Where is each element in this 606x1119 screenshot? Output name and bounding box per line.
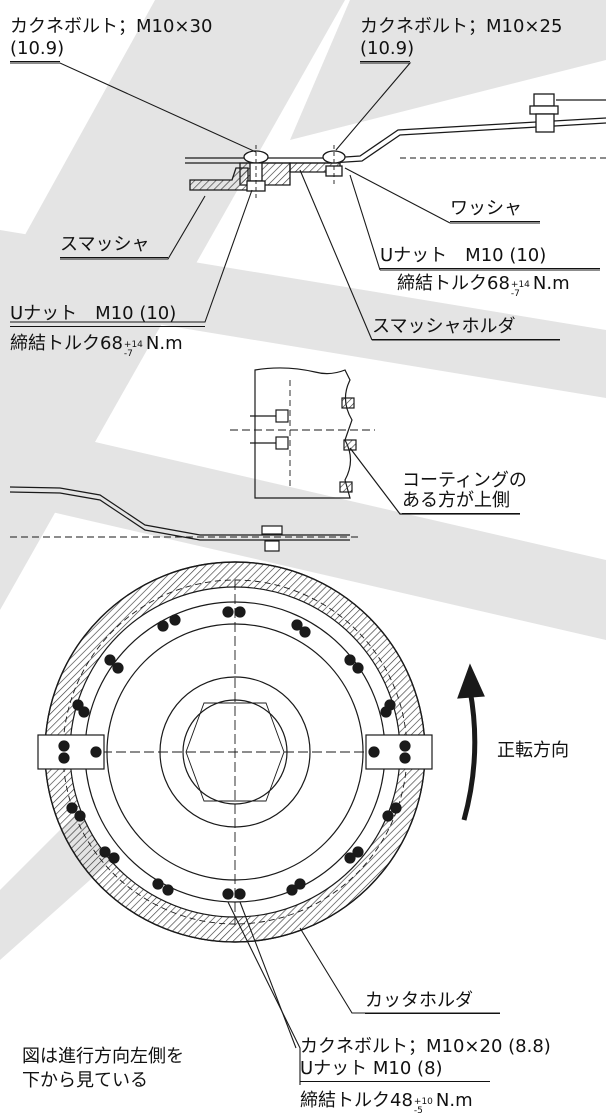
- middle-section: [9, 367, 520, 552]
- torque-left-unit: N.m: [145, 333, 183, 354]
- label-rotation-direction: 正転方向: [497, 740, 569, 761]
- label-unut-right: Uナット M10 (10): [380, 245, 600, 269]
- label-smasher-holder: スマッシャホルダ: [372, 316, 560, 340]
- torque-bottom-prefix: 締結トルク48: [300, 1090, 413, 1111]
- circular-cutter: [37, 561, 500, 1085]
- torque-bottom-tolerance: +10 -5: [414, 1098, 433, 1116]
- label-bolt-m10x30: カクネボルト；M10×30: [10, 16, 213, 37]
- note-line1: 図は進行方向左側を: [22, 1046, 184, 1067]
- label-torque-bottom: 締結トルク48 +10 -5 N.m: [300, 1090, 473, 1118]
- label-bolt-m10x20: カクネボルト；M10×20 (8.8): [300, 1036, 551, 1057]
- top-assembly-section: [185, 93, 606, 200]
- torque-bottom-unit: N.m: [435, 1090, 473, 1111]
- label-bolt-m10x25: カクネボルト；M10×25: [360, 16, 563, 37]
- torque-left-tolerance: +14 -7: [124, 341, 143, 359]
- label-unut-m10-8: Uナット M10 (8): [300, 1058, 490, 1082]
- torque-left-prefix: 締結トルク68: [10, 333, 123, 354]
- torque-right-upper: +14: [510, 280, 530, 290]
- torque-left-lower: -7: [123, 349, 133, 359]
- note-line2: 下から見ている: [22, 1070, 148, 1091]
- label-torque-right: 締結トルク68 +14 -7 N.m: [397, 273, 570, 301]
- label-cutter-holder: カッタホルダ: [365, 990, 500, 1014]
- label-bolt-m10x25-grade: (10.9): [360, 38, 414, 62]
- label-unut-left: Uナット M10 (10): [10, 303, 205, 327]
- torque-left-upper: +14: [123, 340, 143, 350]
- torque-bottom-lower: -5: [413, 1106, 423, 1116]
- label-washer: ワッシャ: [450, 198, 540, 222]
- torque-right-lower: -7: [510, 289, 520, 299]
- label-smasher: スマッシャ: [60, 234, 168, 258]
- label-bolt-m10x30-grade: (10.9): [10, 38, 64, 62]
- label-torque-left: 締結トルク68 +14 -7 N.m: [10, 333, 183, 361]
- torque-bottom-upper: +10: [413, 1097, 433, 1107]
- torque-right-tolerance: +14 -7: [511, 281, 530, 299]
- torque-right-prefix: 締結トルク68: [397, 273, 510, 294]
- leader-lines-top: [10, 62, 600, 341]
- label-coating-line2: ある方が上側: [402, 490, 520, 514]
- torque-right-unit: N.m: [532, 273, 570, 294]
- label-coating-line1: コーティングの: [402, 470, 527, 491]
